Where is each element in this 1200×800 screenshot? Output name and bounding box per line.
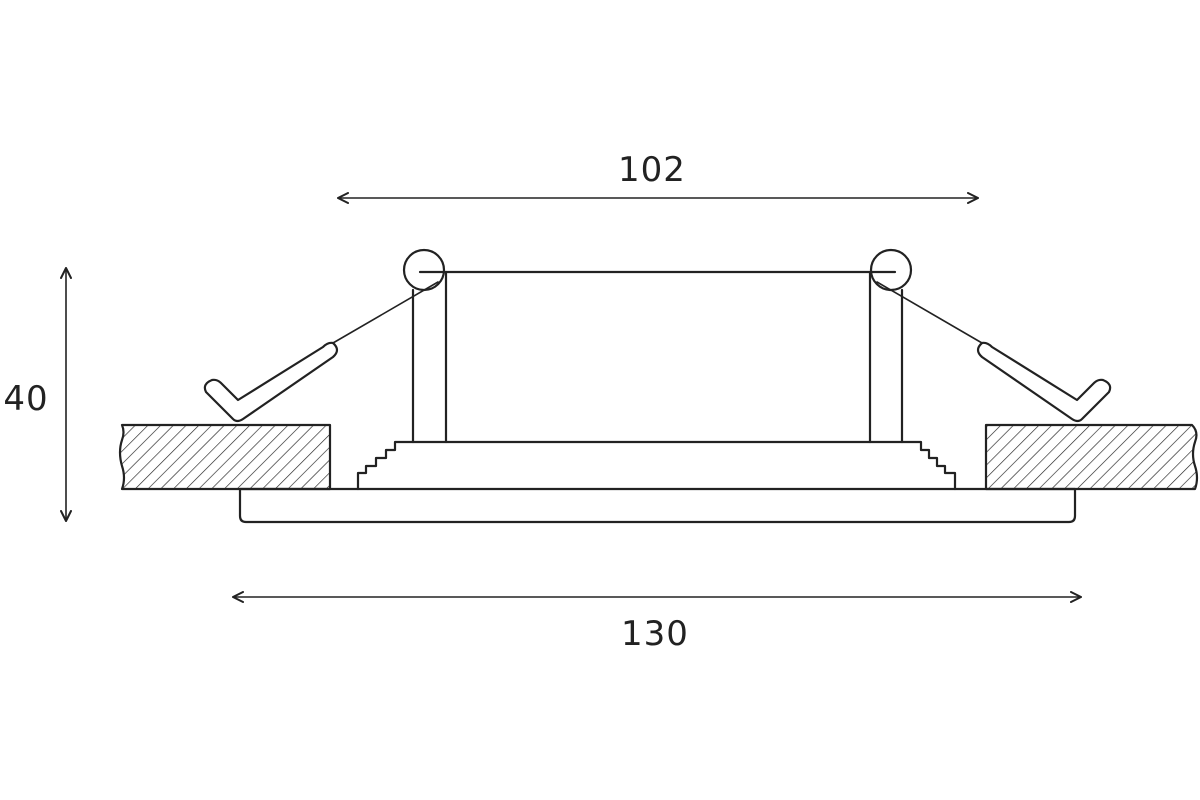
dimension-bottom-width: 130 xyxy=(232,591,1082,654)
fixture-housing xyxy=(411,270,904,444)
dimension-label-bottom: 130 xyxy=(621,614,689,654)
trim-flange xyxy=(238,487,1077,524)
dimension-label-height: 40 xyxy=(3,379,48,419)
spring-clip-right xyxy=(869,248,1112,423)
fixture-body xyxy=(356,440,957,491)
ceiling-left xyxy=(118,423,332,491)
ceiling-right xyxy=(984,423,1199,491)
dimension-top-width: 102 xyxy=(337,150,979,204)
dimension-label-top: 102 xyxy=(618,150,686,190)
dimension-height: 40 xyxy=(3,267,72,522)
spring-clip-left xyxy=(203,248,446,423)
